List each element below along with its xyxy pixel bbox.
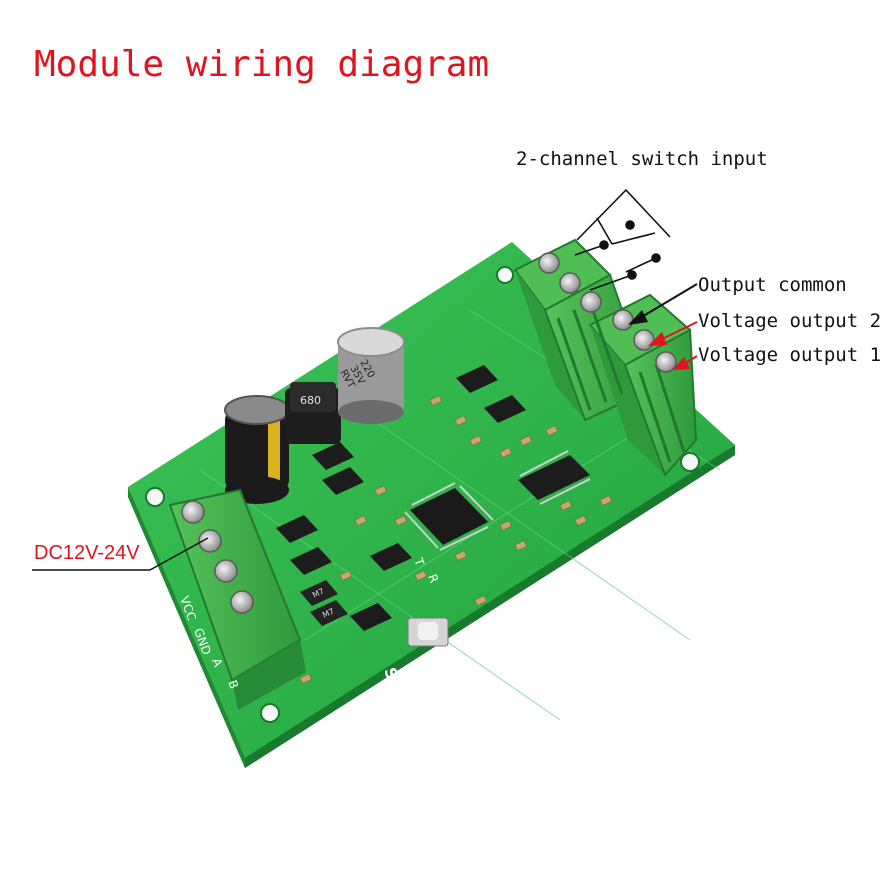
screw-icon — [230, 590, 254, 614]
switch-symbol — [574, 188, 671, 291]
mosfet-components — [276, 365, 526, 631]
set-button-label: SET — [380, 665, 409, 703]
screw-icon — [612, 309, 634, 331]
mount-hole-icon — [496, 266, 514, 284]
output-common-label: Output common — [698, 274, 847, 296]
electrolytic-capacitor-small — [224, 395, 290, 504]
io-terminal-screws — [538, 252, 677, 373]
mount-hole-icon — [145, 487, 165, 507]
screw-icon — [559, 272, 581, 294]
voltage-output-1-label: Voltage output 1 — [698, 344, 882, 366]
electrolytic-capacitor-large: 220 35V RVT — [337, 327, 405, 424]
screw-icon — [181, 500, 205, 524]
diode-components: M7 M7 — [300, 580, 348, 626]
mount-hole-icon — [260, 703, 280, 723]
power-terminal-block — [168, 488, 306, 710]
inductor: 680 — [285, 382, 341, 444]
driver-ic — [518, 450, 591, 505]
mount-hole-icon — [680, 452, 700, 472]
screw-icon — [214, 559, 238, 583]
switch-input-label: 2-channel switch input — [516, 148, 768, 170]
screw-icon — [580, 291, 602, 313]
set-button[interactable] — [407, 617, 449, 647]
voltage-output-2-arrow — [648, 321, 698, 346]
page-title: Module wiring diagram — [34, 44, 490, 85]
screw-icon — [198, 529, 222, 553]
smd-components — [227, 395, 612, 684]
inductor-mark: 680 — [300, 394, 321, 407]
power-supply-label: DC12V-24V — [34, 542, 140, 564]
screw-icon — [633, 329, 655, 351]
microcontroller-chip — [404, 482, 494, 551]
io-terminal-block — [513, 238, 698, 477]
output-common-arrow — [628, 283, 698, 325]
voltage-output-2-label: Voltage output 2 — [698, 310, 882, 332]
screw-icon — [655, 351, 677, 373]
voltage-output-1-arrow — [672, 355, 698, 370]
power-label-pointer — [32, 537, 209, 571]
terminal-screws — [181, 500, 254, 614]
screw-icon — [538, 252, 560, 274]
